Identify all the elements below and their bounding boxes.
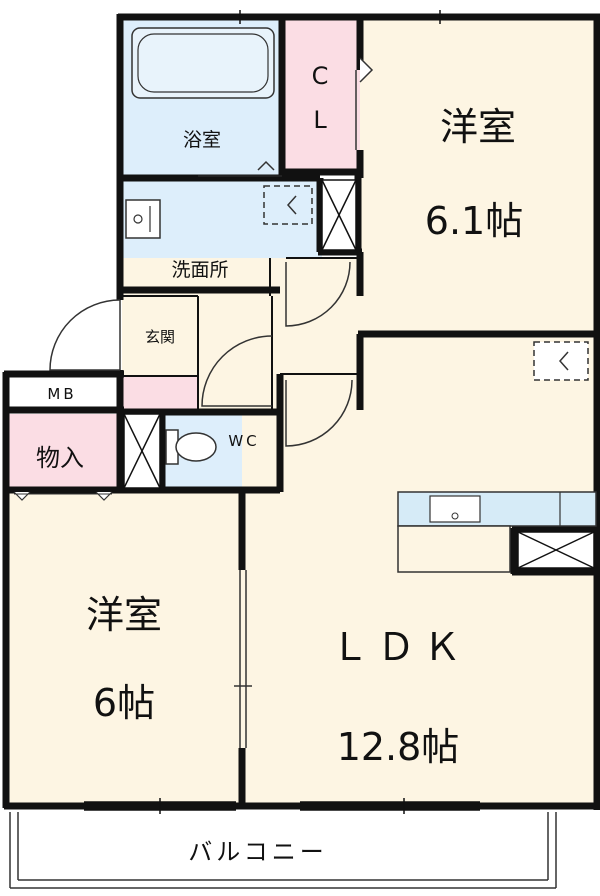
walls — [2, 13, 600, 810]
storage-area — [8, 414, 120, 488]
label-balcony: バルコニー — [188, 838, 328, 866]
sliding-door-icon — [234, 570, 252, 748]
pipe-shaft-icon — [321, 179, 357, 251]
entrance-mat — [122, 376, 198, 410]
label-ldk-size: 12.8帖 — [337, 725, 460, 769]
label-washroom: 洗面所 — [171, 259, 228, 281]
closet-area — [282, 20, 360, 172]
label-western-room-2-size: 6帖 — [93, 681, 155, 725]
washing-machine-space-icon — [263, 185, 313, 225]
label-bathroom: 浴室 — [183, 129, 221, 151]
label-closet-l: L — [313, 106, 327, 134]
label-ldk-name: ＬＤＫ — [331, 625, 469, 669]
label-closet-c: C — [312, 62, 329, 90]
kitchen-counter-icon — [397, 491, 597, 573]
label-western-room-2-name: 洋室 — [86, 593, 162, 637]
thin-partitions — [122, 257, 360, 412]
storage-shaft-icon — [123, 413, 161, 489]
toilet-icon — [165, 429, 217, 465]
refrigerator-space-icon — [517, 531, 595, 569]
entrance-area — [122, 296, 198, 376]
balcony-outline — [9, 812, 557, 889]
label-storage: 物入 — [36, 444, 84, 472]
label-entrance: 玄関 — [145, 328, 175, 346]
ldk-hall-area — [280, 332, 362, 492]
sink-icon — [125, 199, 161, 239]
window-marks — [84, 10, 480, 814]
bathtub-icon — [131, 27, 275, 99]
western-room-1-area — [360, 20, 596, 332]
ac-arrow — [558, 351, 569, 371]
label-western-room-1-name: 洋室 — [440, 105, 516, 149]
washer-arrow — [286, 195, 297, 215]
door-swing-icon — [49, 261, 353, 447]
closet-door-icon — [359, 57, 374, 83]
western-room-2-area — [8, 490, 242, 806]
label-toilet: WC — [228, 432, 259, 450]
label-meter-box: MB — [47, 385, 76, 403]
bath-door-mark — [257, 160, 275, 171]
label-western-room-1-size: 6.1帖 — [425, 199, 523, 243]
